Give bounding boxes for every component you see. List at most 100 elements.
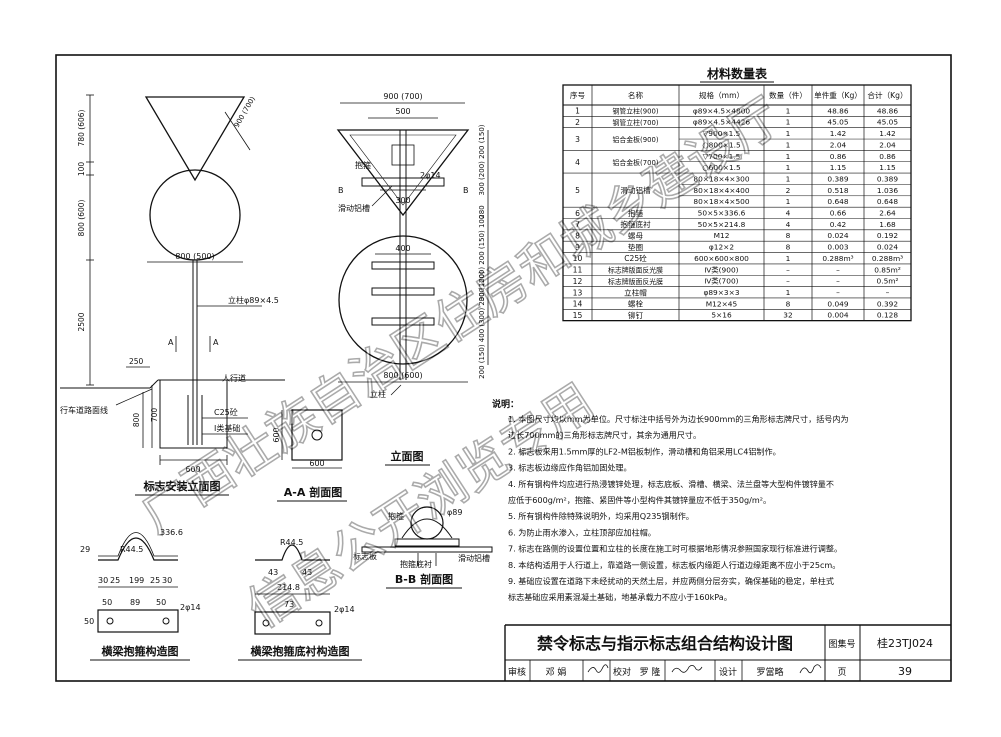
dim-v800: 800 (600) — [77, 199, 86, 236]
title-section-aa: A-A 剖面图 — [284, 485, 342, 499]
table-cell-unit: 0.288m³ — [822, 254, 853, 263]
liner-radius: R44.5 — [280, 538, 303, 547]
table-cell-specs: 50×5×336.6 — [698, 209, 746, 218]
table-cell-unit: 2.04 — [830, 140, 847, 149]
table-cell-total: 2.04 — [879, 140, 896, 149]
title-installation-elevation: 标志安装立面图 — [143, 479, 221, 493]
table-cell-qty: 1 — [786, 254, 791, 263]
front-dim-800: 800 (600) — [383, 371, 422, 380]
table-cell-total: 2.64 — [879, 209, 896, 218]
label-pipe-bb: φ89 — [447, 508, 462, 517]
table-cell-unit: 1.15 — [830, 163, 847, 172]
table-cell-total: 1.68 — [879, 220, 896, 229]
liner-bar: 2φ14 — [334, 605, 355, 614]
front-dim-r3: 300 (200) 200 (150) 100 — [478, 215, 486, 302]
hoop-profile — [98, 537, 178, 561]
table-cell-qty: 1 — [786, 129, 791, 138]
front-dim-r2: 280 — [478, 205, 486, 218]
table-cell-no: 2 — [575, 118, 580, 127]
hoop-length: 336.6 — [160, 528, 183, 537]
table-cell-name: 铆钉 — [628, 310, 644, 320]
label-rail-front: 滑动铝槽 — [338, 203, 370, 213]
table-cell-unit: 0.004 — [827, 311, 848, 320]
atlas-number: 桂23TJ024 — [877, 636, 933, 650]
table-cell-total: 0.192 — [877, 231, 898, 240]
table-cell-total: 0.024 — [877, 243, 898, 252]
triangle-sign-elevation — [144, 96, 246, 182]
hoop-dim-50-l: 50 — [102, 598, 112, 607]
signoff-review-name: 邓 娟 — [546, 666, 567, 678]
note-line: 应低于600g/m²，抱箍、紧固件等小型构件其镀锌量应不低于350g/m²。 — [508, 495, 771, 505]
table-cell-specs: 80×18×4×300 — [693, 174, 749, 183]
table-header-cell: 规格（mm） — [699, 90, 744, 100]
table-cell-no: 9 — [575, 243, 580, 252]
sheet-outer-frame — [55, 54, 952, 682]
table-cell-unit: 0.003 — [827, 243, 848, 252]
label-base-class: Ⅰ类基础 — [214, 423, 240, 433]
circle-sign-elevation — [149, 169, 241, 261]
table-cell-specs: 5×16 — [711, 311, 732, 320]
section-aa: 600 600 A-A 剖面图 — [272, 409, 347, 502]
table-cell-name: 标志牌版面反光膜 — [608, 277, 663, 286]
circle-sign-front — [338, 235, 468, 365]
table-cell-specs: M12×45 — [706, 299, 738, 308]
table-cell-specs: φ89×4.5×4800 — [693, 106, 751, 115]
table-cell-qty: – — [786, 277, 790, 286]
notes-block: 说明：1. 本图尺寸均以mm为单位。尺寸标注中括号外为边长900mm的三角形标志… — [492, 398, 849, 602]
dim-250: 250 — [129, 357, 144, 366]
signoff-design-name: 罗當略 — [756, 666, 783, 678]
hoop-plan — [97, 609, 179, 633]
table-header-cell: 名称 — [628, 90, 644, 100]
signoff-design-role: 设计 — [719, 666, 737, 678]
table-cell-specs: 50×5×214.8 — [698, 220, 746, 229]
table-cell-no: 5 — [575, 186, 580, 195]
table-cell-unit: 0.86 — [830, 152, 847, 161]
section-bb: 抱箍 φ89 标志板 抱箍底衬 滑动铝槽 B-B 剖面图 — [353, 506, 493, 589]
label-hoop-front: 抱箍 — [355, 160, 371, 170]
label-sign-plate-bb: 标志板 — [353, 551, 377, 561]
front-elevation: 900 (700) 500 300 抱箍 2φ14 滑动铝槽 B B 400 8… — [336, 92, 489, 466]
table-cell-qty: 8 — [786, 231, 791, 240]
dim-circle-width: 800 (500) — [175, 252, 214, 261]
table-cell-name: 铝合金板(900) — [612, 135, 658, 144]
label-bar-front: 2φ14 — [420, 171, 441, 180]
page-label: 页 — [837, 667, 846, 678]
table-cell-specs: Ⅳ类(700) — [704, 277, 738, 286]
table-cell-no: 11 — [573, 266, 583, 275]
title-hoop-detail: 横梁抱箍构造图 — [102, 644, 179, 658]
table-cell-specs: φ89×3×3 — [703, 288, 739, 297]
front-rail-1 — [361, 177, 445, 187]
front-dim-400: 400 — [395, 244, 410, 253]
table-cell-unit: 0.66 — [830, 209, 847, 218]
table-cell-name: 立柱帽 — [624, 287, 647, 297]
dim-v700-base: 700 — [150, 408, 159, 423]
note-line: 7. 标志在路侧的设置位置和立柱的长度在施工时可根据地形情况参照国家现行标准进行… — [508, 544, 842, 554]
table-header-cell: 数量（件） — [769, 90, 807, 100]
table-title: 材料数量表 — [706, 66, 768, 81]
triangle-sign-front — [336, 129, 470, 217]
table-cell-qty: 1 — [786, 118, 791, 127]
signoff-review-role: 审核 — [508, 666, 526, 678]
table-cell-name: 螺母 — [628, 231, 644, 241]
table-cell-total: 0.389 — [877, 174, 898, 183]
table-cell-unit: – — [836, 265, 840, 274]
table-cell-total: 0.392 — [877, 299, 898, 308]
dim-v780: 780 (606) — [77, 109, 86, 146]
front-dim-r4: 200 (150) 400 (300) 200 (150) — [478, 271, 486, 379]
table-cell-unit: 45.05 — [827, 118, 848, 127]
table-cell-total: – — [886, 288, 890, 297]
hoop-dim-199: 199 — [129, 576, 144, 585]
table-cell-specs: φ89×4.5×4426 — [693, 118, 751, 127]
notes-heading: 说明： — [492, 398, 519, 410]
table-header-cell: 序号 — [570, 90, 586, 100]
table-cell-name: 抱箍底衬 — [620, 219, 651, 229]
table-cell-total: 45.05 — [877, 118, 898, 127]
dim-v100: 100 — [77, 162, 86, 177]
table-cell-qty: 32 — [783, 311, 792, 320]
note-line: 3. 标志板边缘应作角铝加固处理。 — [508, 463, 632, 473]
table-cell-specs: 600×600×800 — [694, 254, 749, 263]
cut-mark-a-right: A — [213, 338, 219, 347]
table-cell-no: 4 — [575, 158, 580, 167]
title-front-elevation: 立面图 — [391, 449, 424, 463]
